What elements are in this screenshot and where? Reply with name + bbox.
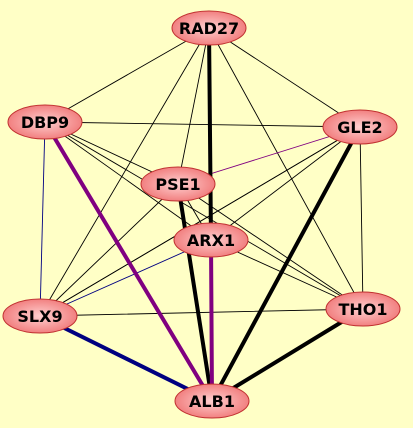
node-ellipse[interactable] [322,109,398,145]
edge-dbp9-tho1 [44,121,364,310]
node-label: ALB1 [189,392,235,411]
edge-rad27-pse1 [177,27,210,185]
node-ellipse[interactable] [140,166,216,202]
node-label: DBP9 [21,113,69,132]
node-label: PSE1 [155,175,200,194]
node-label: THO1 [338,300,387,319]
node-slx9[interactable]: SLX9 [2,298,78,334]
edge-dbp9-slx9 [39,121,46,317]
edge-rad27-arx1 [207,26,213,242]
edge-gle2-alb1 [210,125,362,403]
edge-arx1-slx9 [39,239,212,317]
edge-rad27-tho1 [208,27,364,310]
node-label: GLE2 [337,118,382,137]
node-arx1[interactable]: ARX1 [173,222,249,258]
node-dbp9[interactable]: DBP9 [7,104,83,140]
edge-rad27-dbp9 [44,27,210,123]
node-ellipse[interactable] [7,104,83,140]
edge-gle2-arx1 [210,126,361,241]
node-ellipse[interactable] [2,298,78,334]
edge-tho1-alb1 [210,307,365,403]
edge-gle2-slx9 [39,126,361,317]
node-pse1[interactable]: PSE1 [140,166,216,202]
edge-rad27-slx9 [39,27,210,317]
edge-slx9-alb1 [38,314,214,403]
edge-dbp9-gle2 [44,121,361,128]
edge-pse1-alb1 [176,182,214,403]
edge-pse1-slx9 [39,183,179,317]
edge-rad27-gle2 [208,27,361,128]
node-label: RAD27 [179,19,239,38]
node-rad27[interactable]: RAD27 [171,10,247,46]
node-tho1[interactable]: THO1 [325,291,401,327]
node-label: SLX9 [17,307,62,326]
edge-slx9-tho1 [39,308,364,317]
node-ellipse[interactable] [171,10,247,46]
node-label: ARX1 [187,231,235,250]
edges-layer [38,26,365,403]
node-ellipse[interactable] [173,222,249,258]
edge-arx1-alb1 [209,238,214,403]
node-gle2[interactable]: GLE2 [322,109,398,145]
edge-gle2-tho1 [359,126,364,310]
node-alb1[interactable]: ALB1 [174,383,250,419]
node-ellipse[interactable] [174,383,250,419]
edge-dbp9-alb1 [43,120,214,403]
node-ellipse[interactable] [325,291,401,327]
